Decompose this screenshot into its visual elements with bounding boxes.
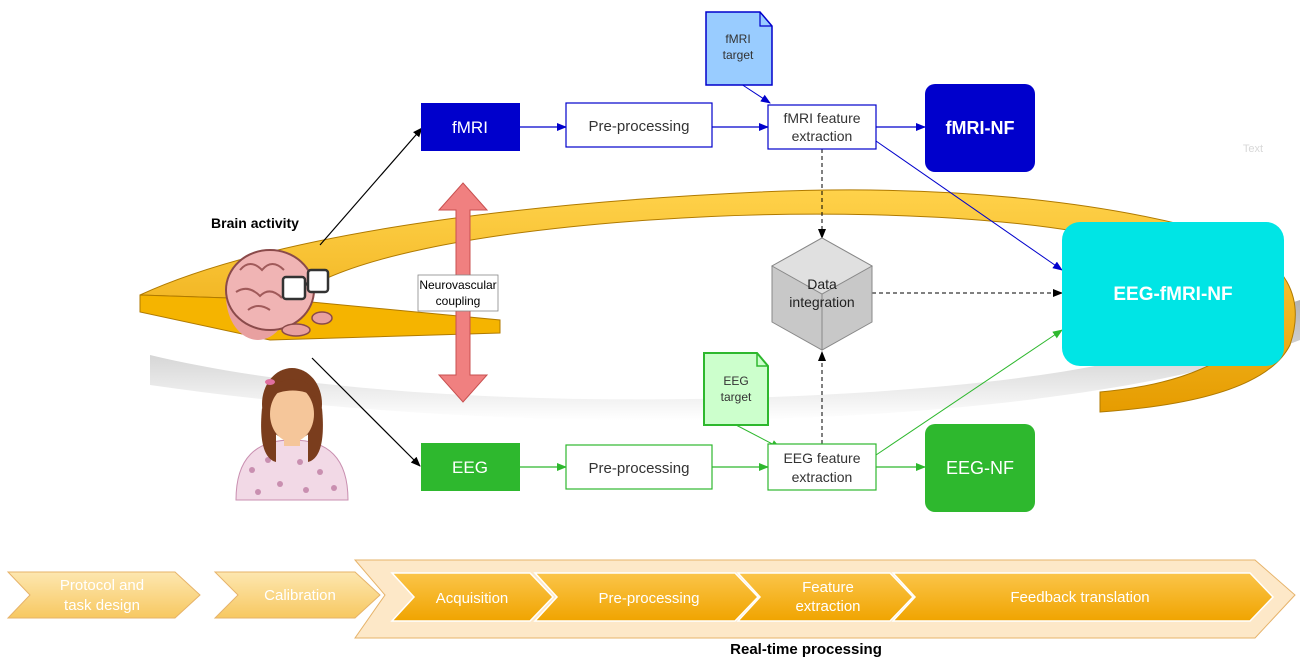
fmri-feature-extraction-box: fMRI feature extraction [767,104,877,150]
pipeline-step-preprocessing: Pre-processing [533,572,760,622]
arrow-brain-to-fmri [319,127,423,246]
pipeline-step-feature-extraction: Feature extraction [736,572,915,622]
svg-text:Feedback translation: Feedback translation [1010,589,1149,606]
svg-text:task design: task design [64,597,140,614]
svg-text:integration: integration [789,294,854,310]
pipeline-step-feedback-translation: Feedback translation [891,572,1275,622]
svg-text:extraction: extraction [792,128,853,144]
svg-text:EEG: EEG [723,374,748,388]
eeg-target-document-icon: EEG target [703,352,769,426]
eeg-preprocessing-box: Pre-processing [565,444,713,490]
eeg-nf-box: EEG-NF [925,424,1035,512]
svg-text:Data: Data [807,276,837,292]
svg-text:target: target [721,390,752,404]
svg-text:extraction: extraction [795,598,860,615]
svg-text:extraction: extraction [792,469,853,485]
real-time-processing-label: Real-time processing [730,641,882,658]
placeholder-text: Text [1243,143,1263,155]
svg-text:Feature: Feature [802,579,854,596]
fmri-nf-box: fMRI-NF [925,84,1035,172]
brain-activity-label: Brain activity [211,215,299,231]
svg-text:fMRI: fMRI [725,32,750,46]
fmri-preprocessing-box: Pre-processing [565,102,713,148]
svg-text:Pre-processing: Pre-processing [589,460,690,477]
pipeline-step-calibration: Calibration [213,571,381,619]
pipeline-step-protocol: Protocol and task design [6,571,201,619]
svg-text:Protocol and: Protocol and [60,577,144,594]
svg-text:fMRI: fMRI [452,118,488,137]
neurovascular-label-line1: Neurovascular [419,278,496,292]
pipeline: Protocol and task design Calibration Acq… [6,559,1296,658]
svg-text:EEG: EEG [452,458,488,477]
fmri-target-document-icon: fMRI target [705,11,773,86]
neurovascular-label-line2: coupling [436,294,481,308]
svg-text:Pre-processing: Pre-processing [589,118,690,135]
arrow-fmri-to-combined [875,140,1063,271]
svg-text:Pre-processing: Pre-processing [599,590,700,607]
pipeline-step-acquisition: Acquisition [390,572,555,622]
eeg-feature-extraction-box: EEG feature extraction [767,443,877,491]
svg-text:target: target [723,48,754,62]
svg-text:EEG-NF: EEG-NF [946,458,1014,478]
svg-text:fMRI feature: fMRI feature [783,110,860,126]
brain-illustration [225,249,333,340]
neurovascular-coupling-arrow: Neurovascular coupling [417,182,499,403]
arrow-brain-to-eeg [311,357,421,467]
arrow-eeg-to-combined [875,329,1063,456]
svg-text:Acquisition: Acquisition [436,590,509,607]
fmri-box: fMRI [421,103,520,151]
svg-text:EEG-fMRI-NF: EEG-fMRI-NF [1113,284,1232,305]
svg-text:Calibration: Calibration [264,587,336,604]
svg-text:fMRI-NF: fMRI-NF [946,118,1015,138]
eeg-fmri-nf-box: EEG-fMRI-NF [1062,222,1284,366]
eeg-box: EEG [421,443,520,491]
data-integration-cube: Data integration [770,237,874,351]
svg-text:EEG feature: EEG feature [783,450,860,466]
patient-avatar [235,368,349,501]
